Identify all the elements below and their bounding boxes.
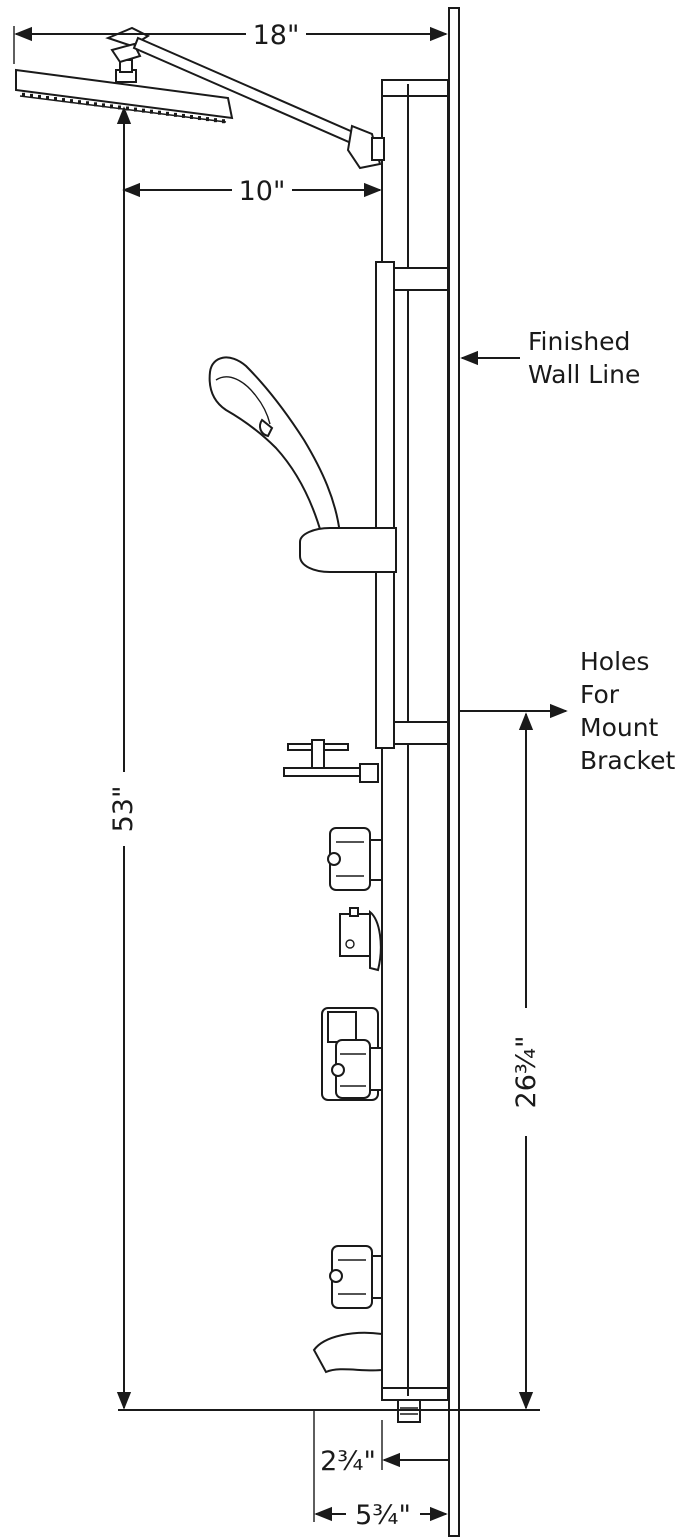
nozzle-dot	[86, 101, 89, 106]
control-knob-1	[327, 827, 383, 891]
mount-holes-label-1: Holes	[580, 647, 649, 676]
nozzle-dot	[78, 100, 81, 105]
nozzle-dot	[62, 98, 65, 103]
mount-holes-label-4: Bracket	[580, 746, 675, 775]
nozzle-dot	[126, 106, 129, 111]
nozzle-dot	[206, 117, 209, 122]
nozzle-dot	[94, 102, 97, 107]
mount-holes-label-3: Mount	[580, 713, 659, 742]
dim-overall-reach: 18"	[13, 20, 448, 64]
shower-head	[15, 26, 234, 124]
dim-18-label: 18"	[253, 20, 300, 51]
nozzle-dot	[54, 97, 57, 102]
slide-rail	[375, 261, 449, 749]
nozzle-dot	[118, 105, 121, 110]
shower-arm	[132, 36, 385, 170]
dim-panel-depth-lower: 2¾"	[313, 1410, 448, 1522]
nozzle-dot	[46, 95, 49, 100]
wall-line-callout: Finished Wall Line	[460, 327, 640, 389]
diverter-valve	[283, 739, 379, 783]
thermostat-valve	[339, 907, 382, 972]
lower-spout	[312, 1331, 383, 1374]
nozzle-dot	[134, 107, 137, 112]
nozzle-dot	[150, 109, 153, 114]
dim-mount-bracket-height: 26¾"	[511, 712, 542, 1410]
wall-line-label-1: Finished	[528, 327, 630, 356]
mount-holes-callout: Holes For Mount Bracket	[459, 647, 675, 775]
finished-wall	[448, 7, 460, 1537]
dim-2-label: 2¾"	[320, 1446, 376, 1477]
nozzle-dot	[158, 110, 161, 115]
control-knob-3	[329, 1245, 383, 1309]
nozzle-dot	[70, 99, 73, 104]
nozzle-dot	[22, 92, 25, 97]
dim-rail-to-head: 10"	[122, 176, 382, 207]
nozzle-dot	[214, 118, 217, 123]
nozzle-dot	[110, 104, 113, 109]
nozzle-dot	[166, 111, 169, 116]
nozzle-dot	[142, 108, 145, 113]
nozzle-dot	[174, 112, 177, 117]
control-knob-2	[321, 1007, 383, 1101]
dim-5-label: 5¾"	[355, 1500, 411, 1531]
nozzle-dot	[198, 116, 201, 121]
dim-10-label: 10"	[239, 176, 286, 207]
nozzle-dot	[30, 93, 33, 98]
dim-shower-head-height: 53"	[108, 106, 139, 1410]
hand-shower	[208, 356, 397, 573]
nozzle-dot	[182, 113, 185, 118]
mount-holes-label-2: For	[580, 680, 620, 709]
wall-line-label-2: Wall Line	[528, 360, 640, 389]
dim-26-label: 26¾"	[511, 1036, 542, 1109]
nozzle-dot	[222, 119, 225, 124]
nozzle-dot	[102, 103, 105, 108]
nozzle-dot	[38, 94, 41, 99]
dim-panel-depth-total: 5¾"	[314, 1500, 448, 1531]
nozzle-dot	[190, 114, 193, 119]
dim-53-label: 53"	[108, 786, 139, 833]
